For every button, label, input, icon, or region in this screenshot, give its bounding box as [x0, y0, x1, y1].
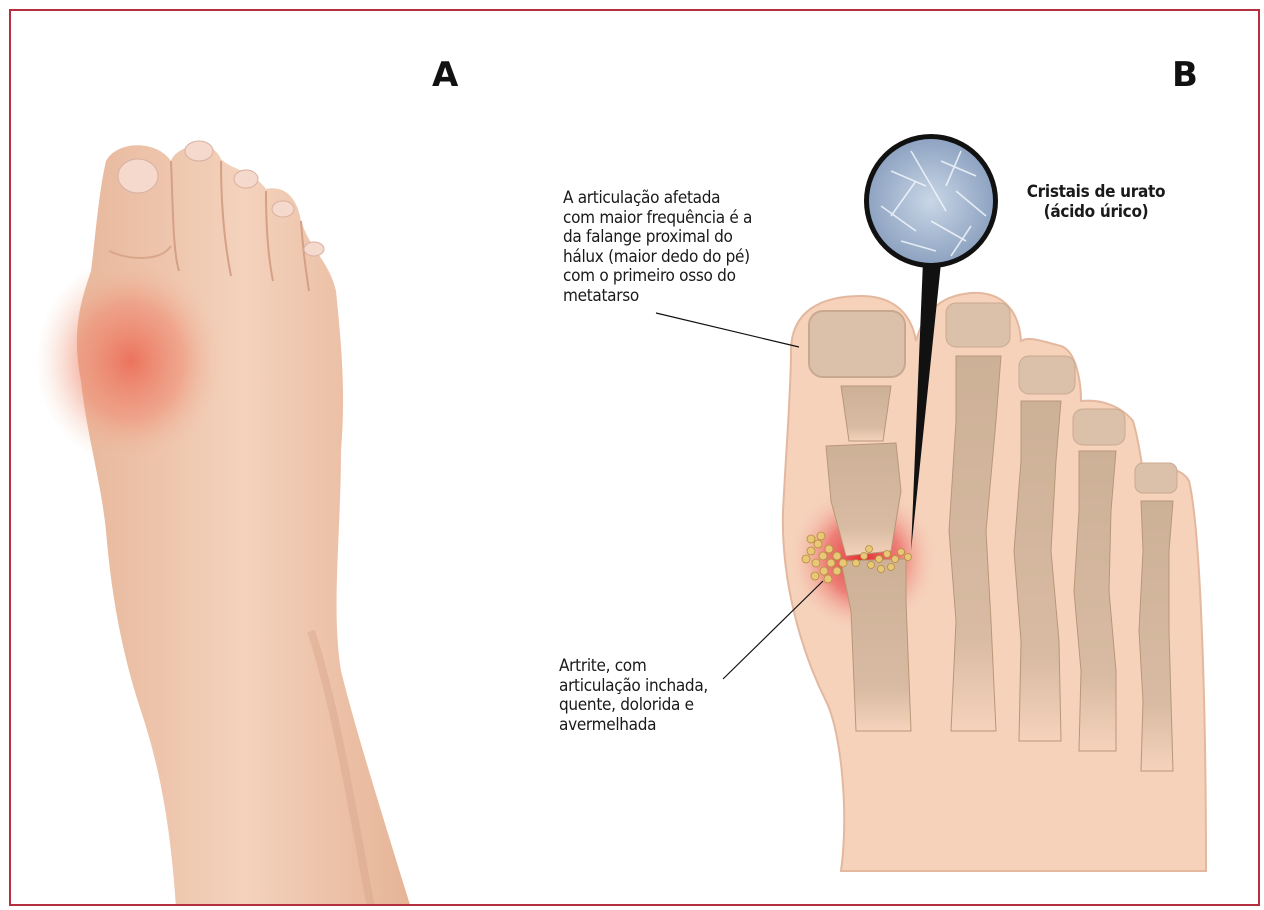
toe-5-bones [1139, 501, 1173, 771]
urate-crystals-label: Cristais de urato (ácido úrico) [1011, 183, 1181, 222]
arthritis-line-1: Artrite, com [559, 657, 708, 677]
joint-line-2: com maior frequência é a [563, 209, 752, 229]
joint-line-1: A articulação afetada [563, 189, 752, 209]
arthritis-line-3: quente, dolorida e [559, 696, 708, 716]
joint-line-4: hálux (maior dedo do pé) [563, 248, 752, 268]
arthritis-label: Artrite, com articulação inchada, quente… [559, 657, 708, 735]
toe-5-nail [1135, 463, 1177, 493]
arthritis-line-2: articulação inchada, [559, 677, 708, 697]
affected-joint-label: A articulação afetada com maior frequênc… [563, 189, 752, 306]
crystals-line-2: (ácido úrico) [1011, 203, 1181, 223]
joint-line-6: metatarso [563, 287, 752, 307]
arthritis-line-4: avermelhada [559, 716, 708, 736]
urate-crystals-lens [869, 139, 993, 263]
toe-4-bones [1074, 451, 1116, 751]
toe-2-nail [946, 303, 1010, 347]
big-toe-nail [809, 311, 905, 377]
crystals-line-1: Cristais de urato [1011, 183, 1181, 203]
joint-line-5: com o primeiro osso do [563, 267, 752, 287]
big-toe-distal-phalanx [841, 386, 891, 441]
toe-3-nail [1019, 356, 1075, 394]
joint-leader-line [656, 313, 799, 347]
joint-line-3: da falange proximal do [563, 228, 752, 248]
toe-4-nail [1073, 409, 1125, 445]
foot-diagram [11, 11, 1260, 906]
figure-frame: A B [9, 9, 1260, 906]
